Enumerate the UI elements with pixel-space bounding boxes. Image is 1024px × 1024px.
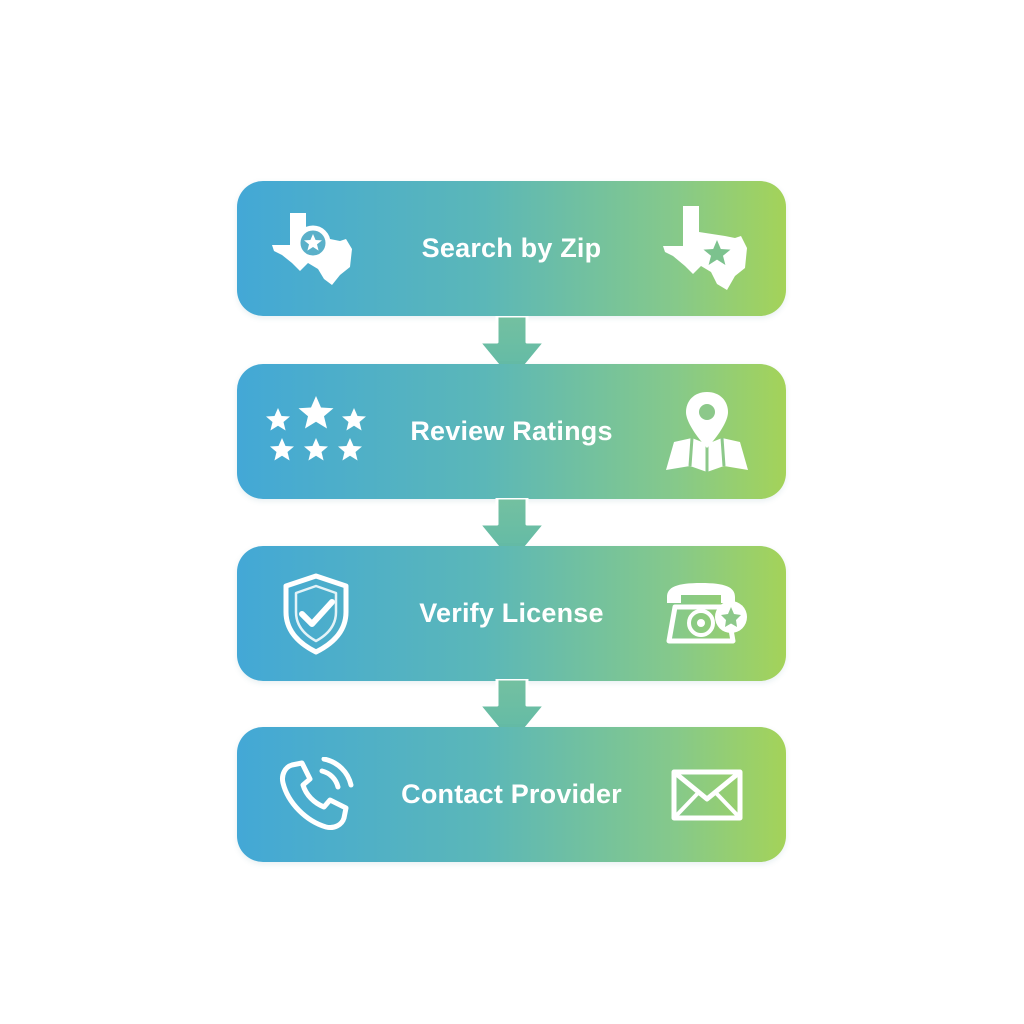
step-contact-provider[interactable]: Contact Provider xyxy=(237,727,786,862)
step-search-by-zip[interactable]: Search by Zip xyxy=(237,181,786,316)
arrow-down-icon xyxy=(477,316,547,386)
step-label: Contact Provider xyxy=(401,779,622,809)
shield-check-icon xyxy=(261,546,371,681)
map-pin-icon xyxy=(652,364,762,499)
step-label: Review Ratings xyxy=(410,416,613,446)
phone-call-icon xyxy=(261,727,371,862)
stars-icon xyxy=(261,364,371,499)
envelope-icon xyxy=(652,727,762,862)
telephone-icon xyxy=(652,546,762,681)
texas-search-icon xyxy=(261,181,371,316)
arrow-down-icon xyxy=(477,498,547,568)
texas-star-icon xyxy=(652,181,762,316)
step-label: Verify License xyxy=(419,598,604,628)
step-label: Search by Zip xyxy=(421,233,602,263)
step-verify-license[interactable]: Verify License xyxy=(237,546,786,681)
arrow-down-icon xyxy=(477,679,547,749)
step-review-ratings[interactable]: Review Ratings xyxy=(237,364,786,499)
